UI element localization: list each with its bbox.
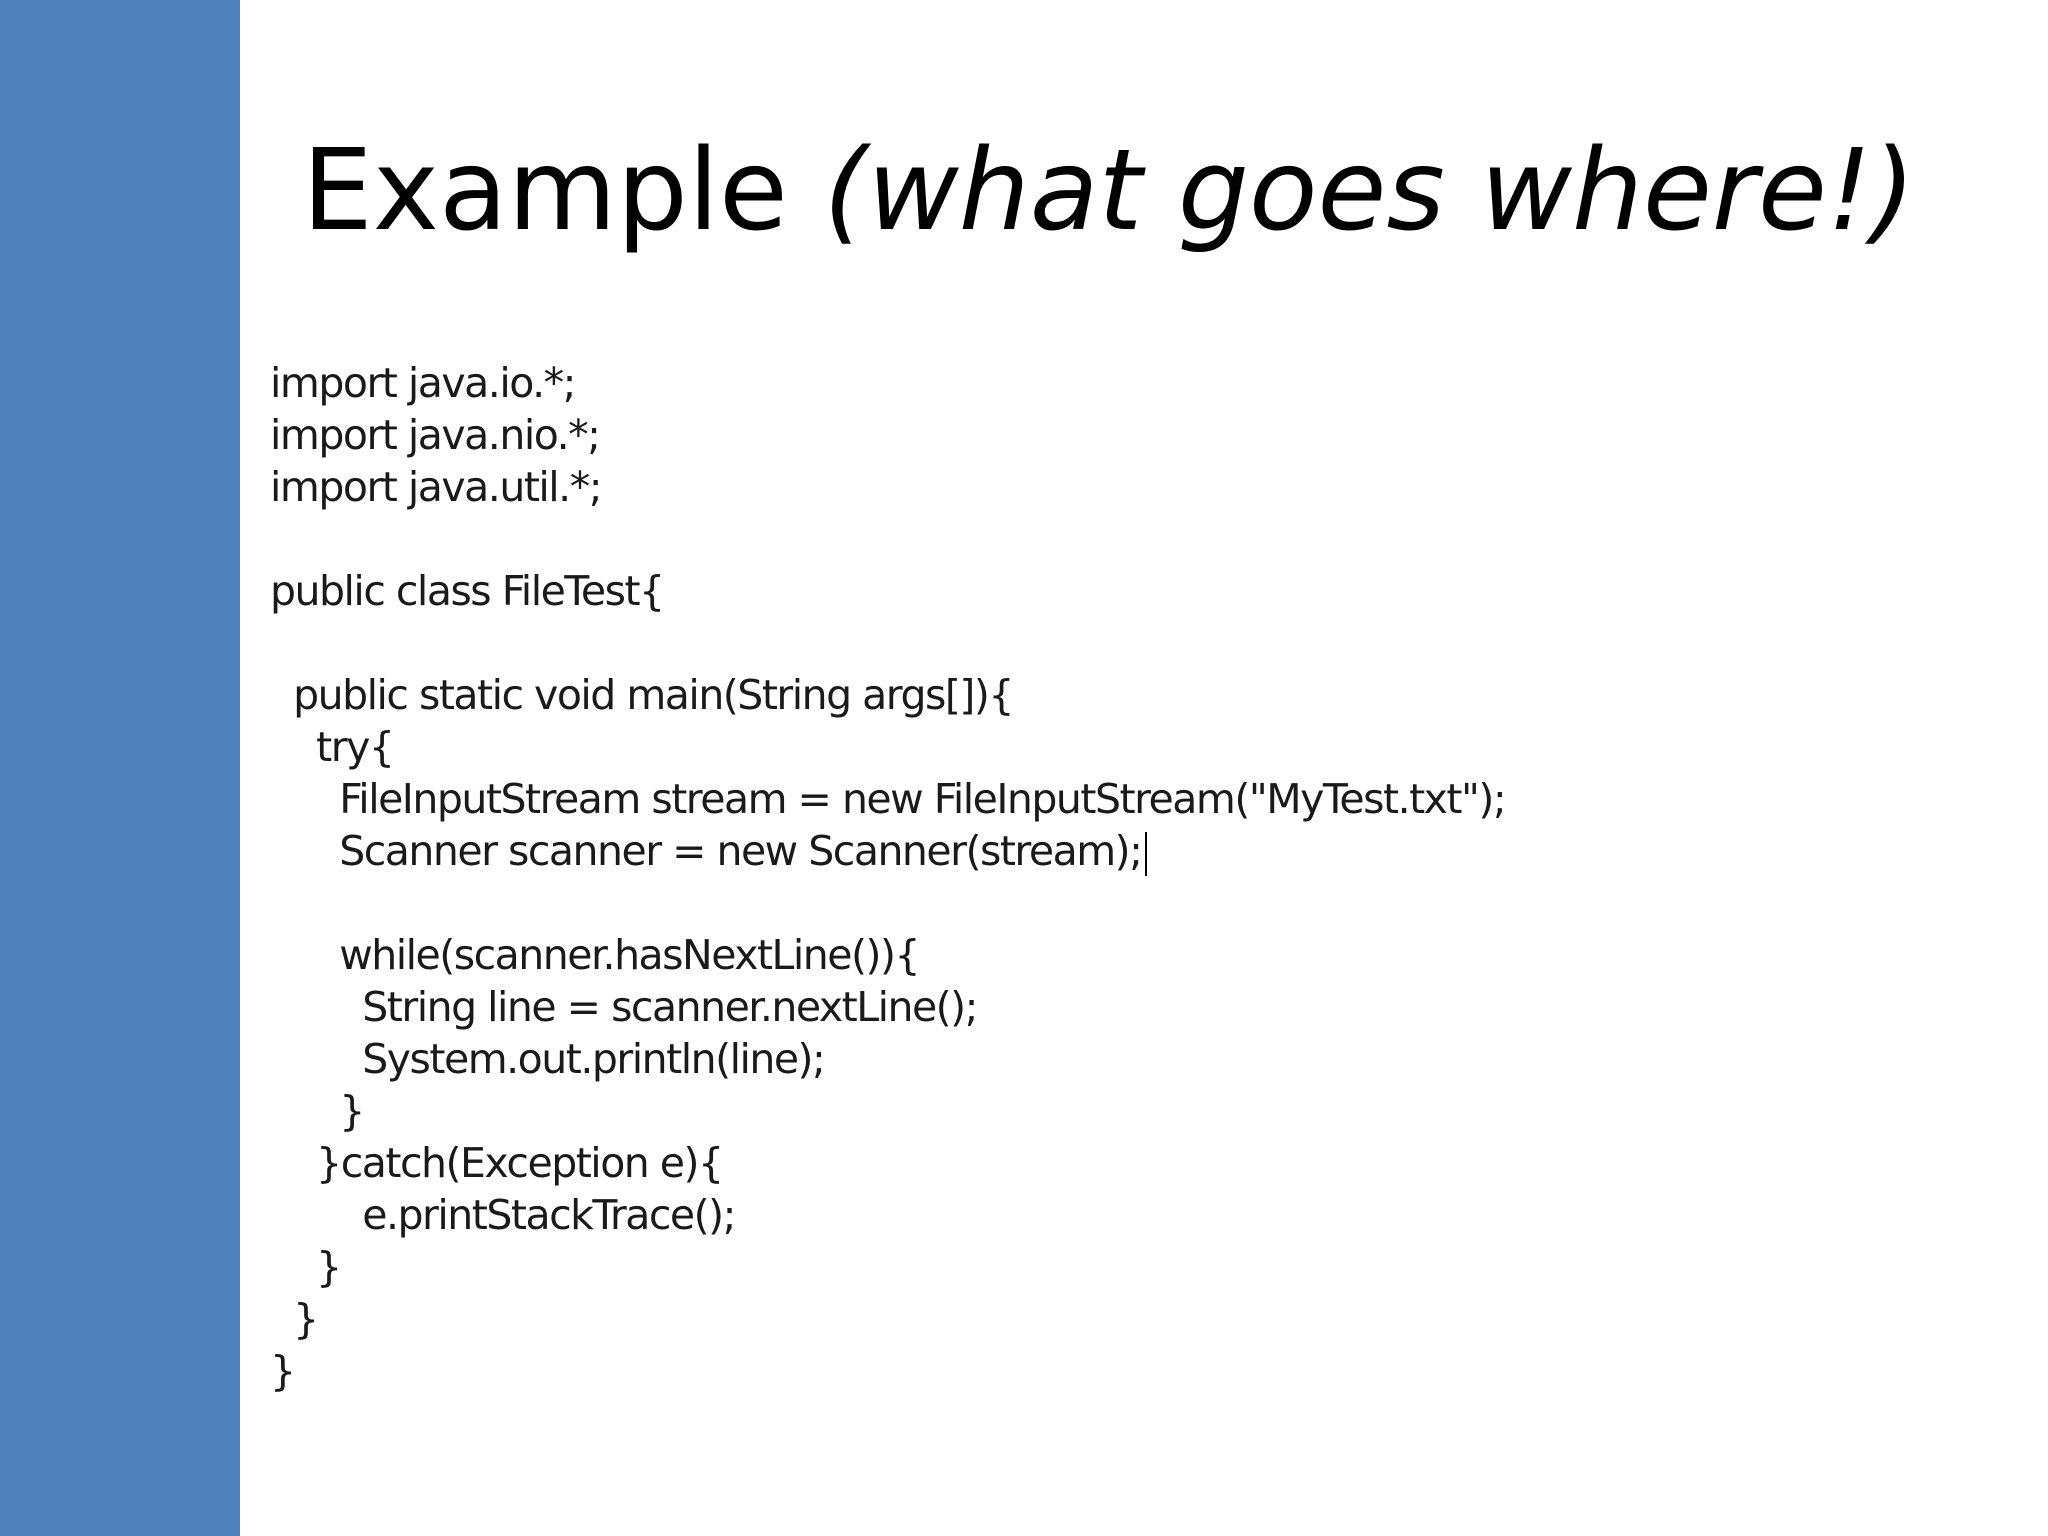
text-cursor	[1145, 832, 1148, 876]
code-line-14: System.out.println(line);	[270, 1035, 826, 1083]
code-line-11	[270, 877, 1550, 929]
code-line-4	[270, 513, 1550, 565]
slide-title-main: Example	[302, 126, 824, 256]
code-line-9: FileInputStream stream = new FileInputSt…	[270, 775, 1507, 823]
code-line-20: }	[270, 1347, 296, 1395]
slide-title-emphasis: (what goes where!)	[823, 126, 1916, 256]
code-line-12: while(scanner.hasNextLine()){	[270, 931, 920, 979]
code-line-16: }catch(Exception e){	[270, 1139, 724, 1187]
slide-title: Example (what goes where!)	[302, 129, 1915, 253]
code-line-6	[270, 617, 1550, 669]
code-line-3: import java.util.*;	[270, 463, 603, 511]
code-line-15: }	[270, 1087, 365, 1135]
code-line-5: public class FileTest{	[270, 567, 665, 615]
code-line-8: try{	[270, 723, 395, 771]
code-line-19: }	[270, 1295, 319, 1343]
sidebar-accent-band	[0, 0, 240, 1536]
code-screenshot: import java.io.*; import java.nio.*; imp…	[270, 357, 1550, 1407]
code-line-2: import java.nio.*;	[270, 411, 601, 459]
code-line-18: }	[270, 1243, 342, 1291]
code-line-13: String line = scanner.nextLine();	[270, 983, 978, 1031]
code-line-17: e.printStackTrace();	[270, 1191, 736, 1239]
code-line-10: Scanner scanner = new Scanner(stream);	[270, 825, 1550, 877]
code-line-1: import java.io.*;	[270, 359, 576, 407]
code-line-7: public static void main(String args[]){	[270, 671, 1014, 719]
code-line-10-text: Scanner scanner = new Scanner(stream);	[270, 827, 1143, 875]
